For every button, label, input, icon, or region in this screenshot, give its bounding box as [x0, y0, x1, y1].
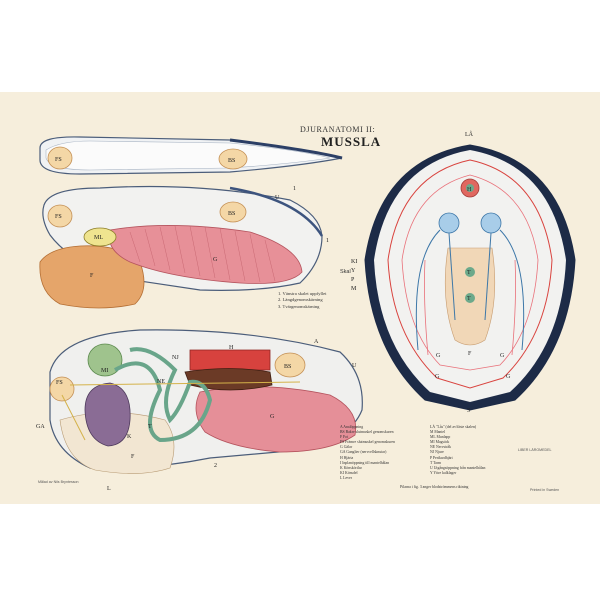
- label-t-3a: T: [467, 270, 471, 276]
- label-g-3a: G: [436, 353, 441, 359]
- label-g-3c: G: [435, 374, 440, 380]
- label-g-1: G: [213, 257, 218, 263]
- legend-item: BS Bakre slutmuskel genomskuren: [340, 430, 394, 435]
- label-la-3: LÅ: [465, 130, 474, 138]
- legend-item: Y Yttre kalklager: [430, 470, 457, 475]
- legend-item: NJ Njure: [430, 450, 444, 455]
- legend-item: P Perikardhjärt: [430, 455, 453, 460]
- label-skal-3: Skal: [340, 269, 351, 275]
- label-fs-1b: FS: [55, 214, 62, 220]
- label-mi-2: MI: [101, 368, 108, 374]
- legend-item: A Analöppning: [340, 425, 364, 429]
- legend-item: I Inplanöppning till mantelhålan: [340, 460, 390, 465]
- legend-right: LÅ "Lås" (del av/fäste skalen) M Mantel …: [430, 425, 485, 476]
- label-y-3: Y: [351, 268, 356, 274]
- diagram-labels: FS BS 1 U FS BS ML 1 G F A U H NJ NE MI …: [36, 130, 511, 492]
- legend-item: K Könskörtlar: [340, 465, 362, 470]
- legend-item: U Utgångsöppning från mantelhålan: [430, 465, 486, 470]
- nerve-fig2: [69, 381, 301, 386]
- label-bs-1: BS: [228, 158, 235, 164]
- front-adductor-top: [47, 146, 73, 170]
- label-a-2: A: [314, 339, 319, 345]
- legend-item: F Fot: [340, 435, 349, 440]
- legend-item: L Lever: [340, 475, 352, 480]
- label-k-2: K: [127, 434, 132, 440]
- stomach-fig2: [87, 343, 123, 377]
- label-h-2: H: [229, 345, 234, 351]
- rear-adductor-top: [218, 148, 248, 170]
- label-nj-2: NJ: [172, 355, 179, 361]
- legend-item: ML Munlapp: [430, 435, 451, 440]
- legend-item: MI Magsäck: [430, 440, 450, 445]
- fig1-number: 1: [293, 186, 296, 192]
- label-f-2: F: [131, 454, 135, 460]
- kidney-fig2: [184, 368, 273, 391]
- credit-right: LIBER LÄROMEDEL: [518, 448, 552, 452]
- legend-item: GA Ganglier (nervcellsknutar): [340, 450, 387, 455]
- legend-item: LÅ "Lås" (del av/fäste skalen): [430, 425, 477, 429]
- legend-item: T Tarm: [430, 460, 442, 465]
- legend-item: G Gälar: [340, 445, 353, 450]
- gills-fig2: [195, 386, 357, 453]
- legend-item: H Hjärta: [340, 455, 354, 460]
- foot-fig1: [39, 245, 145, 309]
- label-bs-1b: BS: [228, 211, 235, 217]
- figure-2-longitudinal-section: [49, 329, 363, 474]
- view-item: 1. Vänstra skalet uppfyllet: [278, 291, 327, 296]
- label-g-3d: G: [506, 374, 511, 380]
- footnote: Pilarna i fig. 3 anger blodströmmens rik…: [400, 485, 469, 489]
- fig1b-number: 1: [326, 238, 329, 244]
- legend-item: NE Nervstråk: [430, 445, 451, 450]
- print-info: Printed in Sweden: [530, 488, 560, 492]
- gills-fig1: [108, 225, 303, 284]
- figure-1-upper-shell: [39, 136, 343, 175]
- legend-item: KI Könsdel: [340, 470, 358, 475]
- figure-3-cross-section: [364, 144, 576, 411]
- label-ki-3: KI: [351, 259, 357, 265]
- label-m-3: M: [351, 286, 357, 292]
- label-fs-2: FS: [56, 380, 63, 386]
- label-h-3: H: [467, 187, 472, 193]
- label-g-3b: G: [500, 353, 505, 359]
- heart-fig2: [189, 349, 271, 371]
- views-legend: 1. Vänstra skalet uppfyllet 2. Längdgeno…: [278, 291, 326, 310]
- poster-title-line1: DJURANATOMI II:: [300, 125, 376, 134]
- label-t-2: T: [148, 424, 152, 430]
- legend-left: A Analöppning BS Bakre slutmuskel genoms…: [340, 425, 395, 481]
- figure-1-open-mussel: [39, 185, 324, 309]
- label-ml-1: ML: [94, 235, 103, 241]
- mouth-lobe-fig1: [83, 227, 117, 247]
- view-item: 3. Tvärgenomskärning: [278, 303, 320, 309]
- legend-item: FS Främre slutmuskel genomskuren: [340, 440, 395, 445]
- fig2-number: 2: [214, 463, 217, 469]
- poster-title: MUSSLA: [321, 134, 382, 149]
- label-g-2: G: [270, 414, 275, 420]
- label-u-2: U: [352, 363, 357, 369]
- legend-item: M Mantel: [430, 430, 446, 435]
- liver-fig2: [84, 382, 131, 447]
- label-l-2: L: [107, 486, 111, 492]
- label-fs-1: FS: [55, 157, 62, 163]
- view-item: 2. Längdgenomskärning: [278, 297, 323, 303]
- label-bs-2: BS: [284, 364, 291, 370]
- label-f-1: F: [90, 273, 94, 279]
- label-t-3b: T: [467, 296, 471, 302]
- label-f-3: F: [468, 351, 472, 357]
- credit-left: Målad av Nils Bryntesson: [38, 480, 79, 484]
- label-ga-2: GA: [36, 424, 45, 430]
- label-ne-2: NE: [157, 379, 165, 385]
- label-u-1: U: [275, 195, 280, 201]
- label-p-3: P: [351, 277, 355, 283]
- intestine-fig2: [114, 347, 213, 443]
- fig3-number: 3: [467, 408, 470, 414]
